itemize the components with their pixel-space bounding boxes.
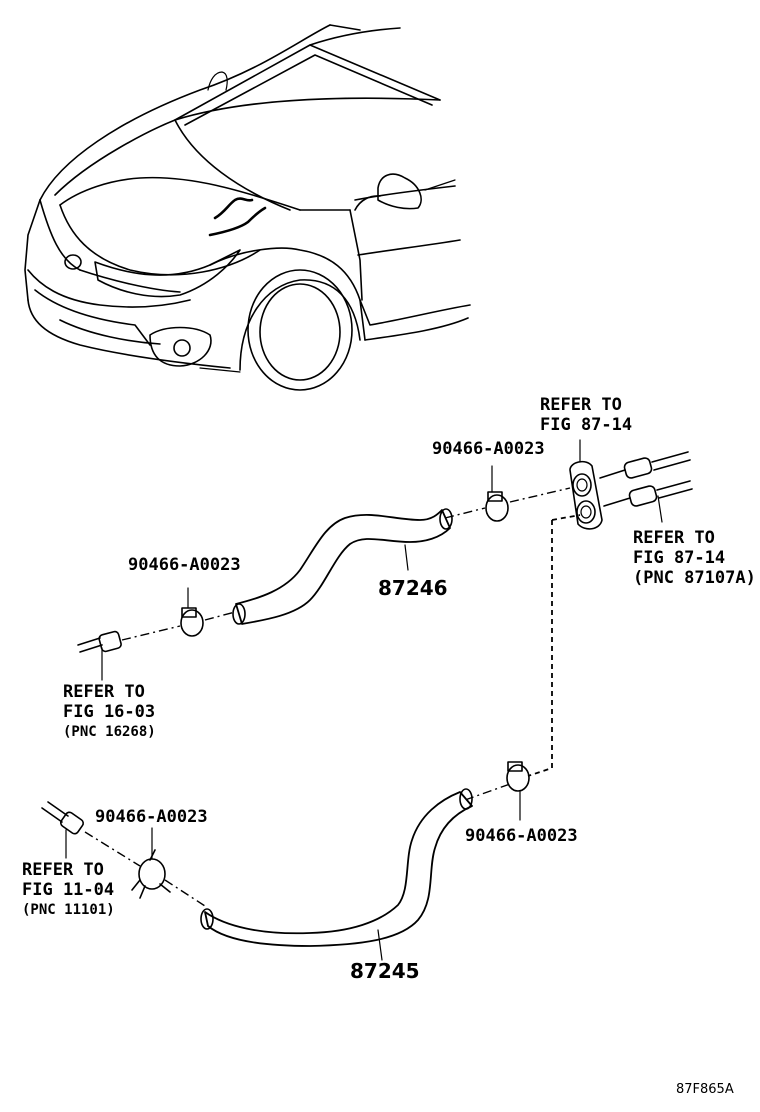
connector-grommet [569, 439, 603, 530]
ref-top-right-b-line2: FIG 87-14 [633, 548, 725, 568]
ref-top-right-a-line2: FIG 87-14 [540, 415, 632, 435]
hose-87246 [235, 509, 451, 625]
hose-clamp-upper-right [485, 465, 509, 522]
ref-top-right-b-line1: REFER TO [633, 528, 715, 548]
hose-87246-end-right [439, 508, 453, 530]
hose-87245-end-right [459, 788, 473, 810]
centerline-lower-mid [164, 879, 206, 907]
figure-code: 87F865A [676, 1082, 734, 1097]
ref-mid-left-line3: (PNC 16268) [63, 724, 156, 740]
clamp-lower-left-label: 90466-A0023 [95, 807, 208, 827]
hose-87246-end-left [232, 603, 246, 625]
centerline-lower-left [84, 831, 141, 867]
hose-clamp-lower-left [131, 827, 171, 899]
clamp-lower-right-label: 90466-A0023 [465, 826, 578, 846]
part-number-87245: 87245 [350, 959, 420, 983]
centerline-upper-left [121, 625, 181, 641]
hose-clamp-lower-right [506, 761, 530, 821]
hose-87245 [204, 791, 473, 947]
ref-bottom-left-line1: REFER TO [22, 860, 104, 880]
leader-87246 [404, 544, 409, 571]
connection-dashed-line [527, 520, 553, 777]
connection-dashed-top [551, 514, 581, 521]
ref-bottom-left-line3: (PNC 11101) [22, 902, 115, 918]
ref-mid-left-line2: FIG 16-03 [63, 702, 155, 722]
centerline-upper-mid [204, 611, 236, 621]
pipe-fitting-right-bottom [603, 480, 693, 523]
ref-bottom-left-line2: FIG 11-04 [22, 880, 114, 900]
ref-top-right-b-line3: (PNC 87107A) [633, 568, 756, 588]
ref-mid-left-line1: REFER TO [63, 682, 145, 702]
centerline-upper-right-b [509, 487, 571, 503]
leader-87245 [377, 929, 383, 961]
pipe-fitting-left-mid [77, 630, 122, 681]
hose-87245-end-left [200, 908, 214, 930]
clamp-upper-left-label: 90466-A0023 [128, 555, 241, 575]
part-number-87246: 87246 [378, 576, 448, 600]
pipe-fitting-right-top [599, 451, 691, 479]
hose-clamp-upper-left [180, 587, 204, 637]
car-front-illustration [24, 24, 471, 391]
pipe-fitting-left-bottom [41, 801, 85, 859]
clamp-upper-right-label: 90466-A0023 [432, 439, 545, 459]
ref-top-right-a-line1: REFER TO [540, 395, 622, 415]
